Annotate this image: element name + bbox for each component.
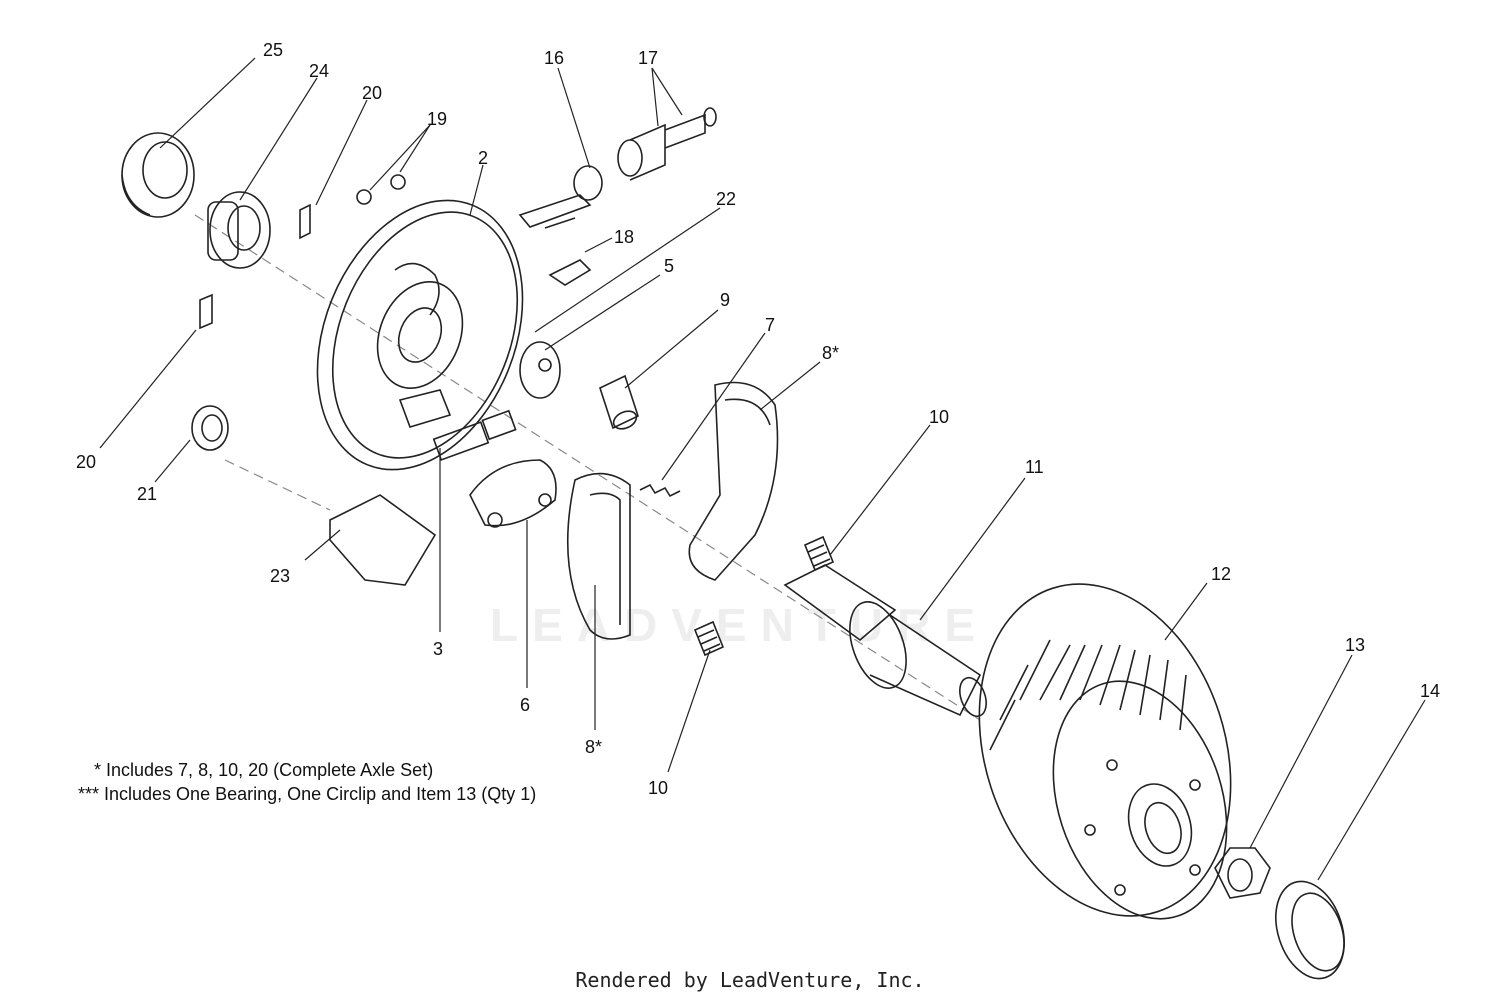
part-spring-10-upper xyxy=(803,535,835,572)
callout-19: 19 xyxy=(427,109,448,129)
watermark: LEADVENTURE xyxy=(490,599,990,651)
part-spring-clip-18 xyxy=(548,259,592,286)
callout-17: 17 xyxy=(638,48,659,68)
callout-12: 12 xyxy=(1211,564,1232,584)
part-nut-19a xyxy=(390,174,406,190)
callout-9: 9 xyxy=(720,290,731,310)
callout-13: 13 xyxy=(1345,635,1366,655)
callout-7: 7 xyxy=(765,315,776,335)
callout-5: 5 xyxy=(664,256,675,276)
callout-25: 25 xyxy=(263,40,284,60)
part-brake-drum-12 xyxy=(978,583,1232,920)
callout-6: 6 xyxy=(520,695,531,715)
callout-18: 18 xyxy=(614,227,635,247)
callout-22: 22 xyxy=(716,189,737,209)
callout-23: 23 xyxy=(270,566,291,586)
footer-credit: Rendered by LeadVenture, Inc. xyxy=(575,968,925,992)
note-bearing: *** Includes One Bearing, One Circlip an… xyxy=(78,784,537,804)
part-clip-20-upper xyxy=(299,203,311,240)
part-backing-plate-2 xyxy=(316,199,524,471)
callout-11: 11 xyxy=(1025,457,1044,477)
part-lever-16 xyxy=(518,165,603,229)
part-brake-shoe-8-lower xyxy=(566,472,631,640)
callout-10-lower: 10 xyxy=(648,778,669,798)
callout-2: 2 xyxy=(478,148,489,168)
part-spring-10-lower xyxy=(693,620,725,657)
part-bracket-3 xyxy=(432,421,490,461)
callout-20-top: 20 xyxy=(362,83,383,103)
callout-14: 14 xyxy=(1420,681,1441,701)
callout-21: 21 xyxy=(137,484,158,504)
callout-10-upper: 10 xyxy=(929,407,950,427)
part-cam-lever-5 xyxy=(481,341,561,441)
note-axle-set: * Includes 7, 8, 10, 20 (Complete Axle S… xyxy=(94,760,434,780)
part-brake-shoe-8-upper xyxy=(688,381,779,581)
part-pin-9 xyxy=(599,374,639,430)
callout-3: 3 xyxy=(433,639,444,659)
part-dust-cap-14 xyxy=(1275,880,1345,980)
part-spindle-11 xyxy=(783,564,987,718)
part-adjuster-17 xyxy=(617,107,717,181)
part-bearing-21 xyxy=(191,405,229,451)
part-bearing-cone-24 xyxy=(207,191,271,269)
part-cover-23 xyxy=(329,494,437,586)
part-clip-20-lower xyxy=(199,293,213,330)
callout-16: 16 xyxy=(544,48,565,68)
part-nut-13 xyxy=(1214,847,1271,899)
callout-20-left: 20 xyxy=(76,452,97,472)
part-spring-7 xyxy=(639,483,681,498)
callout-24: 24 xyxy=(309,61,330,81)
part-actuator-6 xyxy=(469,459,557,528)
part-bearing-cup-25 xyxy=(121,132,195,218)
callout-8-upper: 8* xyxy=(822,343,840,363)
part-nut-19b xyxy=(356,189,372,205)
callout-8-lower: 8* xyxy=(585,737,603,757)
